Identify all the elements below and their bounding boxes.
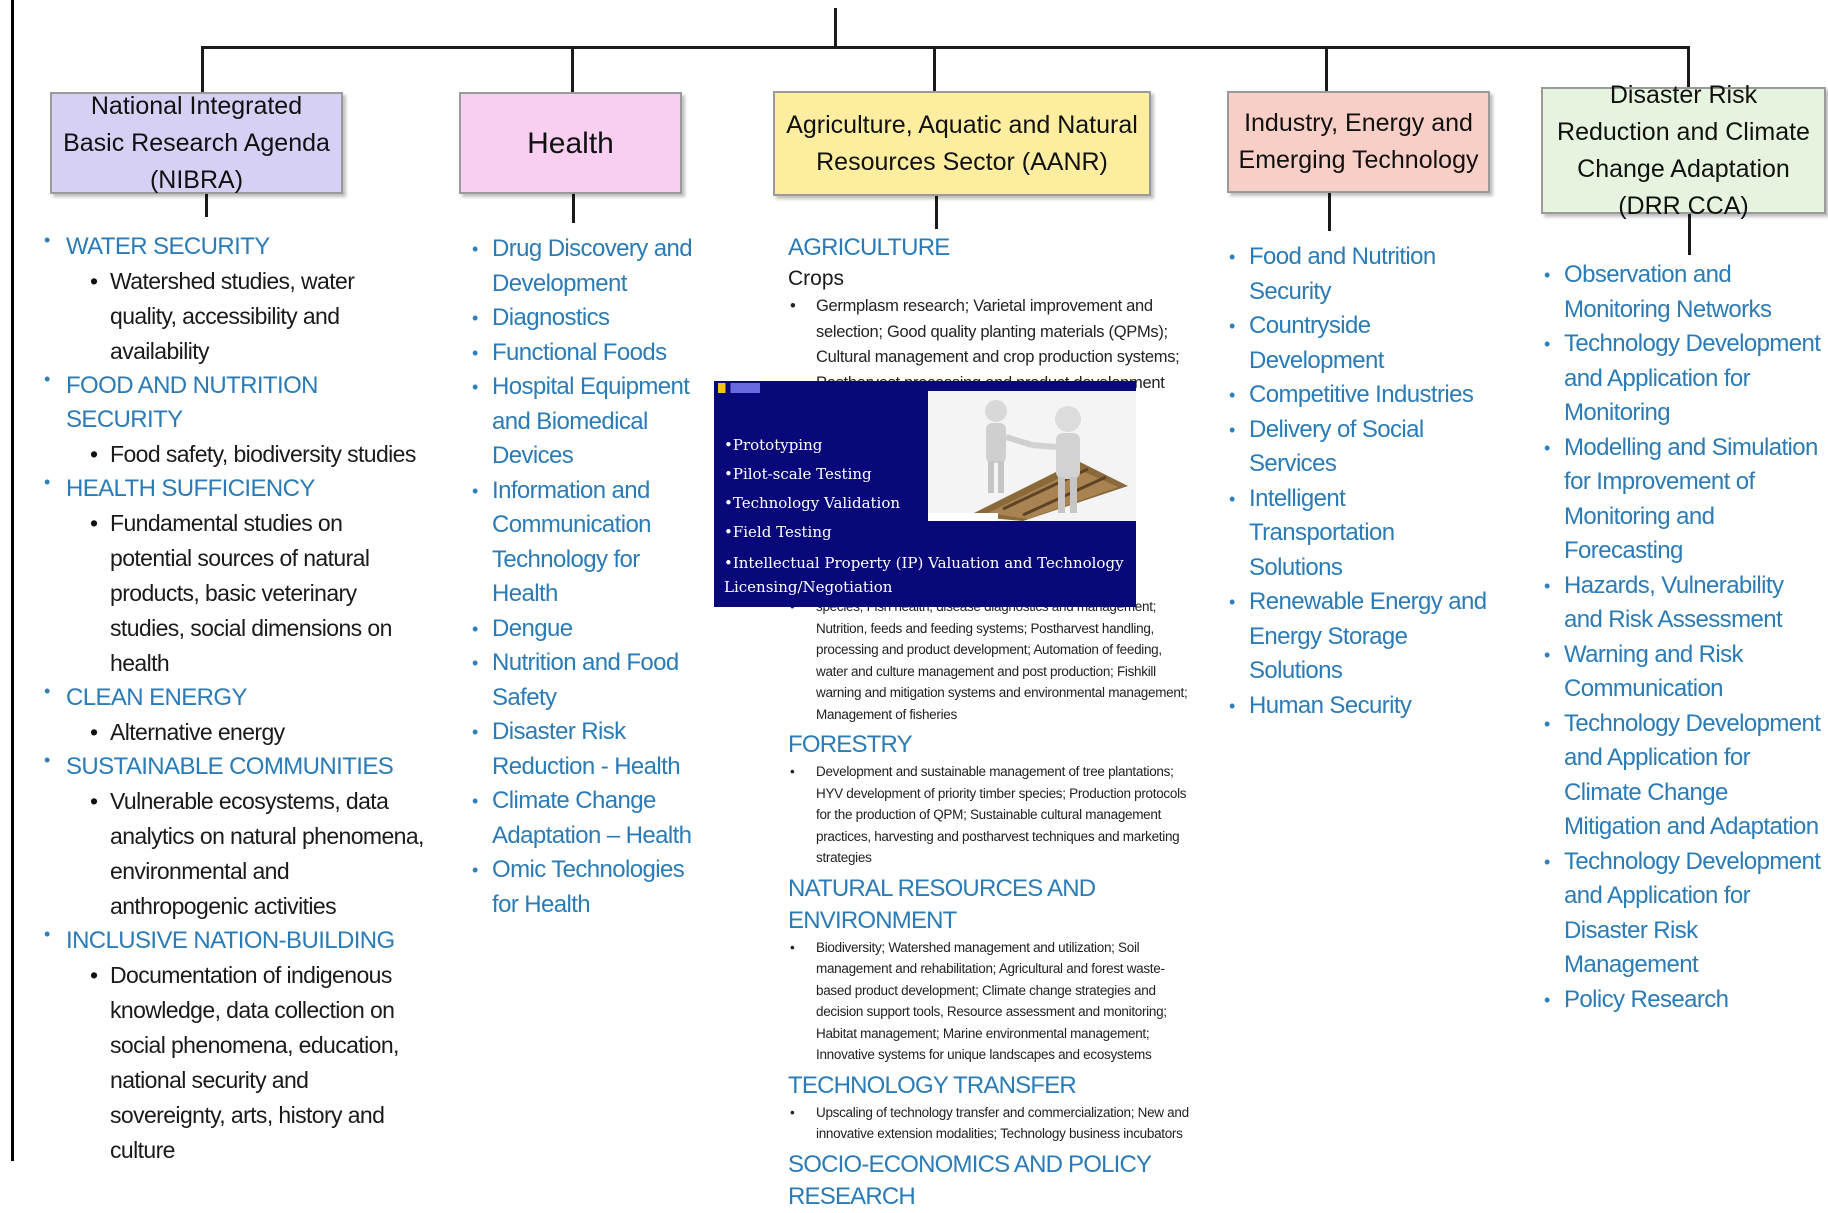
drrcca-item: Hazards, Vulnerability and Risk Assessme… [1542, 569, 1824, 638]
ieet-item: Human Security [1227, 689, 1492, 724]
overlay-item: •Field Testing [724, 523, 832, 541]
health-item: Climate Change Adaptation – Health [470, 784, 710, 853]
handshake-figures-icon [928, 391, 1136, 521]
aanr-column-lower: species; Fish health, disease diagnostic… [788, 596, 1193, 1213]
slide-overlay: •Prototyping •Pilot-scale Testing •Techn… [714, 381, 1136, 607]
category-title-ieet: Industry, Energy and Emerging Technology [1238, 109, 1479, 174]
handshake-illustration [928, 391, 1136, 521]
health-item: Disaster Risk Reduction - Health [470, 715, 710, 784]
nibra-subtopic: Fundamental studies on potential sources… [90, 506, 424, 681]
drrcca-item: Technology Development and Application f… [1542, 327, 1824, 431]
nibra-topic-label: CLEAN ENERGY [66, 684, 247, 711]
nibra-topic: SUSTAINABLE COMMUNITIES Vulnerable ecosy… [44, 750, 424, 924]
nibra-topic-label: SUSTAINABLE COMMUNITIES [66, 753, 394, 780]
aanr-section-forestry: FORESTRY [788, 731, 913, 758]
nibra-topic: CLEAN ENERGY Alternative energy [44, 681, 424, 750]
overlay-item: •Pilot-scale Testing [724, 465, 872, 483]
nibra-topic: HEALTH SUFFICIENCY Fundamental studies o… [44, 472, 424, 681]
aanr-column: AGRICULTURE Crops Germplasm research; Va… [788, 228, 1193, 396]
health-item: Nutrition and Food Safety [470, 646, 710, 715]
ieet-item: Delivery of Social Services [1227, 413, 1492, 482]
health-item: Hospital Equipment and Biomedical Device… [470, 370, 710, 474]
aanr-section-tech-transfer: TECHNOLOGY TRANSFER [788, 1071, 1077, 1099]
drrcca-item: Policy Research [1542, 983, 1824, 1018]
connector-below-drrcca [1688, 213, 1691, 255]
connector-below-nibra [205, 193, 208, 217]
drrcca-item: Technology Development and Application f… [1542, 707, 1824, 845]
category-title-health: Health [527, 126, 614, 160]
category-title-drrcca: Disaster Risk Reduction and Climate Chan… [1557, 80, 1810, 220]
health-item: Functional Foods [470, 336, 710, 371]
nibra-column: WATER SECURITY Watershed studies, water … [44, 230, 424, 1168]
category-title-aanr: Agriculture, Aquatic and Natural Resourc… [786, 110, 1138, 176]
aanr-fisheries-text: species; Fish health, disease diagnostic… [788, 596, 1193, 725]
connector-drop-ieet [1325, 46, 1328, 92]
connector-below-aanr [935, 195, 938, 229]
drrcca-item: Technology Development and Application f… [1542, 845, 1824, 983]
nibra-subtopic: Food safety, biodiversity studies [90, 437, 424, 472]
aanr-forestry-text: Development and sustainable management o… [788, 761, 1193, 869]
health-item: Information and Communication Technology… [470, 474, 710, 612]
ieet-item: Food and Nutrition Security [1227, 240, 1492, 309]
overlay-item: •Prototyping [724, 436, 823, 454]
health-item: Omic Technologies for Health [470, 853, 710, 922]
overlay-item: •Technology Validation [724, 494, 901, 512]
health-item: Diagnostics [470, 301, 710, 336]
nibra-subtopic: Documentation of indigenous knowledge, d… [90, 958, 424, 1168]
nibra-topic-label: FOOD AND NUTRITION SECURITY [66, 372, 318, 433]
nibra-subtopic: Watershed studies, water quality, access… [90, 264, 424, 369]
connector-below-ieet [1328, 193, 1331, 231]
nibra-topic: INCLUSIVE NATION-BUILDING Documentation … [44, 924, 424, 1168]
category-box-health: Health [459, 92, 682, 194]
nibra-topic-label: WATER SECURITY [66, 233, 270, 260]
nibra-subtopic: Alternative energy [90, 715, 424, 750]
category-box-ieet: Industry, Energy and Emerging Technology [1227, 91, 1490, 193]
aanr-section-agriculture: AGRICULTURE [788, 234, 950, 261]
health-item: Dengue [470, 612, 710, 647]
connector-top-stem [834, 8, 837, 48]
category-box-nibra: National Integrated Basic Research Agend… [50, 92, 343, 194]
aanr-nre-text: Biodiversity; Watershed management and u… [788, 937, 1193, 1066]
connector-drop-health [571, 46, 574, 92]
ieet-item: Intelligent Transportation Solutions [1227, 482, 1492, 586]
category-title-nibra: National Integrated Basic Research Agend… [63, 91, 330, 194]
ieet-column: Food and Nutrition Security Countryside … [1227, 240, 1492, 723]
connector-drop-aanr [933, 46, 936, 92]
health-column: Drug Discovery and Development Diagnosti… [470, 232, 710, 922]
category-box-aanr: Agriculture, Aquatic and Natural Resourc… [773, 91, 1151, 196]
drrcca-item: Observation and Monitoring Networks [1542, 258, 1824, 327]
ieet-item: Countryside Development [1227, 309, 1492, 378]
aanr-section-socio: SOCIO-ECONOMICS AND POLICY RESEARCH [788, 1150, 1152, 1210]
connector-below-health [572, 193, 575, 223]
aanr-section-nre: NATURAL RESOURCES AND ENVIRONMENT [788, 874, 1096, 934]
drrcca-item: Warning and Risk Communication [1542, 638, 1824, 707]
ieet-item: Competitive Industries [1227, 378, 1492, 413]
connector-drop-nibra [201, 46, 204, 92]
aanr-tech-transfer-text: Upscaling of technology transfer and com… [788, 1102, 1193, 1145]
slide-corner-accent [718, 383, 760, 393]
drrcca-item: Modelling and Simulation for Improvement… [1542, 431, 1824, 569]
connector-drop-drrcca [1687, 46, 1690, 92]
aanr-crops-heading: Crops [788, 267, 845, 290]
nibra-topic-label: HEALTH SUFFICIENCY [66, 475, 315, 502]
category-box-drrcca: Disaster Risk Reduction and Climate Chan… [1541, 81, 1826, 220]
ieet-item: Renewable Energy and Energy Storage Solu… [1227, 585, 1492, 689]
left-frame-line [11, 0, 14, 1161]
nibra-subtopic: Vulnerable ecosystems, data analytics on… [90, 784, 424, 924]
connector-horizontal-bar [201, 46, 1690, 49]
drrcca-column: Observation and Monitoring Networks Tech… [1542, 258, 1824, 1017]
nibra-topic: WATER SECURITY Watershed studies, water … [44, 230, 424, 369]
overlay-item: •Intellectual Property (IP) Valuation an… [724, 554, 1124, 596]
health-item: Drug Discovery and Development [470, 232, 710, 301]
overlay-item-list: •Prototyping •Pilot-scale Testing •Techn… [724, 431, 1124, 599]
nibra-topic-label: INCLUSIVE NATION-BUILDING [66, 927, 395, 954]
nibra-topic: FOOD AND NUTRITION SECURITY Food safety,… [44, 369, 424, 472]
